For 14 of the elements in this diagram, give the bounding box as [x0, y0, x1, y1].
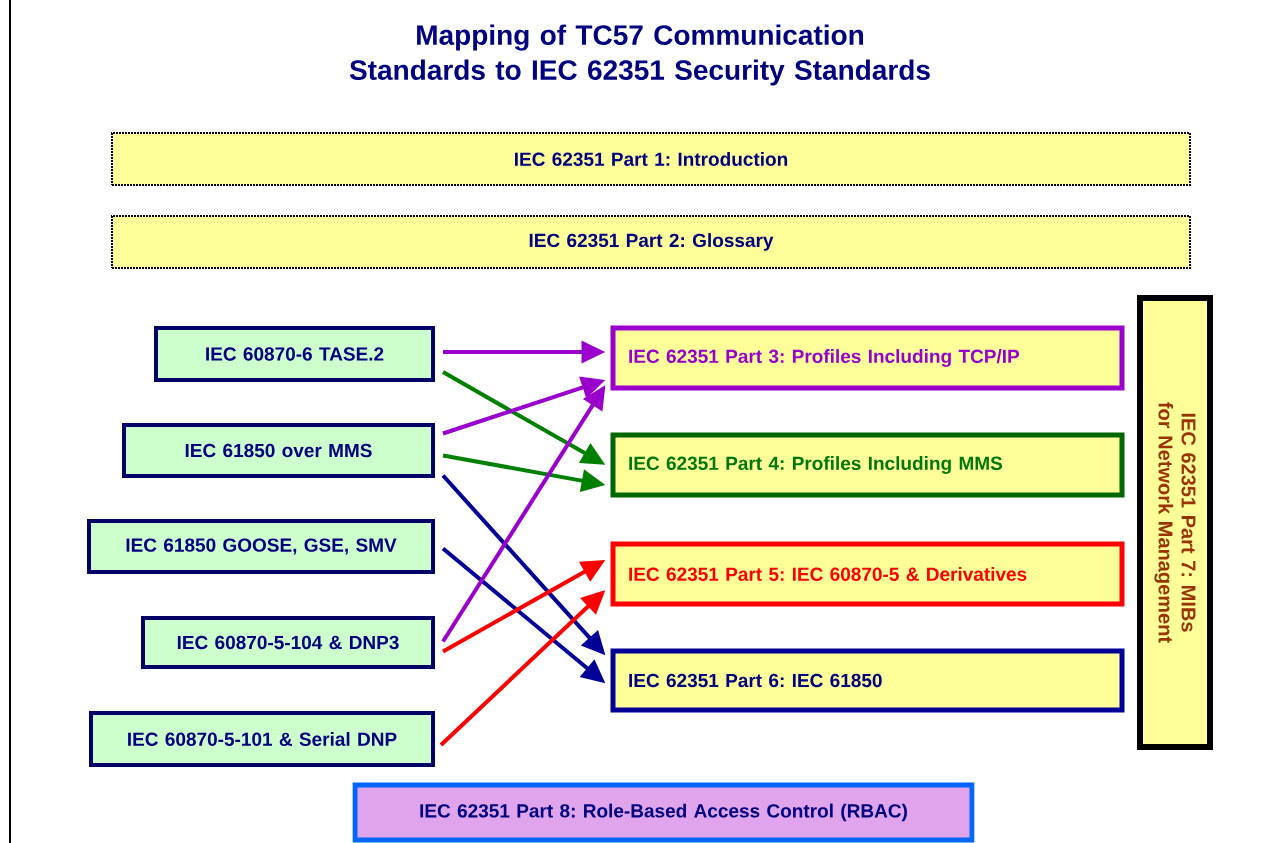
vertical-band: IEC 62351 Part 7: MIBs for Network Management — [1137, 295, 1213, 750]
standard-box: IEC 60870-5-101 & Serial DNP — [89, 711, 435, 767]
standard-box: IEC 62351 Part 5: IEC 60870-5 & Derivatives — [610, 541, 1125, 607]
standard-box: IEC 62351 Part 1: Introduction — [111, 132, 1191, 186]
standard-box: IEC 61850 GOOSE, GSE, SMV — [87, 519, 435, 574]
standard-box: IEC 62351 Part 8: Role-Based Access Control (RBAC) — [352, 782, 975, 843]
standard-box: IEC 62351 Part 3: Profiles Including TCP/IP — [610, 325, 1125, 391]
standard-box: IEC 60870-6 TASE.2 — [154, 326, 435, 382]
standard-box: IEC 62351 Part 6: IEC 61850 — [610, 648, 1125, 713]
standard-box: IEC 60870-5-104 & DNP3 — [141, 616, 435, 669]
standard-box: IEC 62351 Part 4: Profiles Including MMS — [610, 432, 1125, 498]
standard-box: IEC 62351 Part 2: Glossary — [111, 215, 1191, 269]
standard-box: IEC 61850 over MMS — [122, 423, 435, 478]
title: Mapping of TC57 Communication Standards to IEC 62351 Security Standards — [349, 24, 930, 86]
